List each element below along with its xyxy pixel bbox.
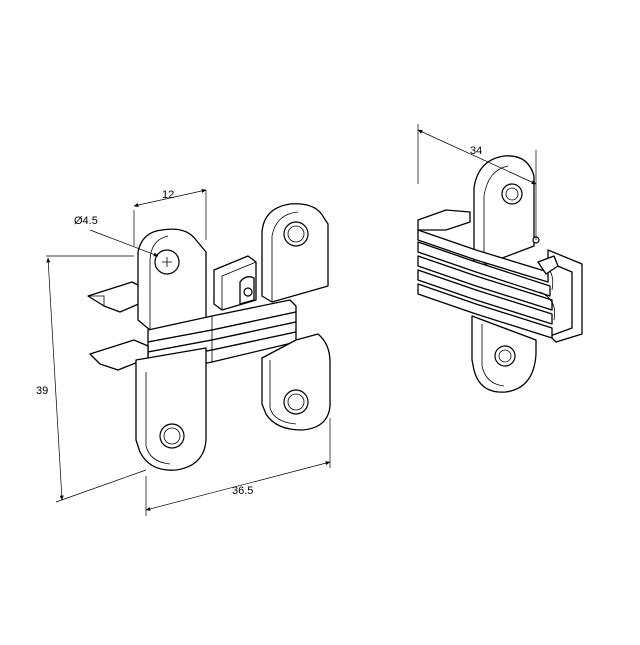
hinge-open-view [87, 203, 331, 471]
length-label: 36.5 [232, 485, 253, 497]
hole-diameter-label: Ø4.5 [74, 215, 98, 227]
folded-top-leaf [473, 155, 540, 269]
dimension-height: 39 [36, 255, 147, 503]
folded-plates [417, 229, 559, 339]
depth-label: 34 [470, 145, 482, 157]
upper-right-leaf [261, 203, 329, 303]
dimension-leaf-width: 12 [133, 189, 207, 246]
lower-left-leaf [135, 347, 207, 471]
upper-left-leaf [137, 228, 207, 331]
hinge-folded-view [417, 155, 583, 393]
dimension-hole-diameter: Ø4.5 [74, 215, 159, 257]
dimension-depth: 34 [417, 124, 537, 240]
folded-bottom-leaf [471, 315, 537, 393]
leaf-width-label: 12 [162, 189, 174, 201]
dimension-length: 36.5 [145, 418, 331, 516]
center-bracket [213, 255, 257, 311]
lower-right-leaf [261, 333, 331, 431]
height-label: 39 [36, 385, 48, 397]
